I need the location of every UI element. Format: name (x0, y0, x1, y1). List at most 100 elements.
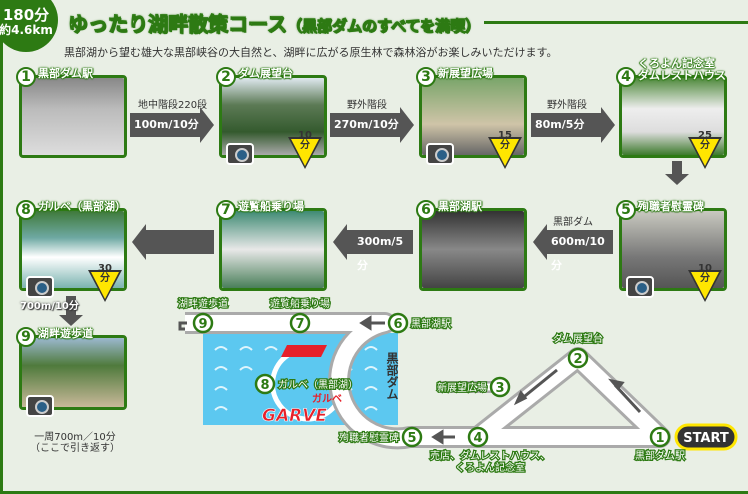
map-label-3: 新展望広場 (437, 381, 487, 394)
dam-label: 黒部ダム (385, 352, 399, 400)
leg-arrow-7-8 (132, 224, 214, 260)
stop-number: 1 (16, 67, 36, 87)
stop-number: 5 (616, 200, 636, 220)
map-node-1 (649, 426, 671, 448)
stay-time-badge (488, 137, 522, 169)
down-arrow-8-9 (59, 296, 83, 326)
route-direction-arrows (178, 315, 642, 445)
map-node-7 (289, 312, 311, 334)
stop-photo (422, 211, 524, 288)
map-node-6 (387, 312, 409, 334)
map-label-7: 遊覧船乗り場 (270, 297, 330, 310)
stop-number: 4 (616, 67, 636, 87)
map-node-number: 4 (473, 431, 482, 446)
map-node-3 (489, 376, 511, 398)
stop-number: 7 (216, 200, 236, 220)
stay-time-badge (688, 137, 722, 169)
loop-note: 一周700m／10分 （ここで引き返す） (30, 432, 120, 454)
map-node-4 (467, 426, 489, 448)
map-label-9: 湖畔遊歩道 (178, 297, 228, 310)
start-marker (674, 423, 738, 451)
map-label-4: 売店、ダムレストハウス、 (430, 449, 550, 462)
leg-arrow-1-2: 100m/10分 (130, 107, 214, 143)
leg-label: 地中階段220段 (138, 100, 208, 111)
map-node-number: 1 (655, 431, 664, 446)
map-node-2 (567, 347, 589, 369)
stay-time: 30分 (98, 263, 112, 284)
stay-time-badge (688, 270, 722, 302)
leg-label: 黒部ダム (553, 217, 593, 228)
map-label-5: 殉職者慰霊碑 (339, 431, 399, 444)
stop-name: 殉職者慰霊碑 (638, 200, 704, 213)
stop-number: 8 (16, 200, 36, 220)
stop-name: くろよん記念室 ダムレストハウス (638, 57, 726, 82)
map-node-number: 7 (295, 317, 304, 332)
stay-time-badge (88, 270, 122, 302)
stop-name: ガルベ（黒部湖） (38, 200, 126, 213)
map-label-4: くろよん記念室 (455, 461, 525, 474)
map-node-number: 2 (573, 352, 582, 367)
leg-label: 野外階段 (347, 100, 387, 111)
camera-icon (26, 395, 54, 417)
stop-name: ダム展望台 (238, 67, 293, 80)
map-label-1: 黒部ダム駅 (635, 449, 685, 462)
stop-photo (222, 211, 324, 288)
map-node-number: 6 (393, 317, 402, 332)
distance: 約4.6km (0, 23, 53, 37)
map-label-8: ガルベ（黒部湖） (278, 378, 358, 391)
camera-icon (26, 276, 54, 298)
leg-arrow-5-6: 600m/10分 (533, 224, 613, 272)
camera-icon (226, 143, 254, 165)
map-node-8 (254, 373, 276, 395)
boat-icon (281, 345, 327, 357)
garve-logo: GARVE (262, 406, 327, 426)
stay-time: 10分 (298, 130, 312, 151)
map-node-number: 3 (495, 381, 504, 396)
leg-arrow-3-4: 80m/5分 (531, 107, 615, 143)
stop-name: 遊覧船乗り場 (238, 200, 304, 213)
start-label: START (683, 431, 729, 446)
subtitle-text: （黒部ダムのすべてを満喫） (286, 17, 481, 36)
stop-photo (22, 78, 124, 155)
stay-time: 10分 (698, 263, 712, 284)
leg-label: 野外階段 (547, 100, 587, 111)
leg-arrow-2-3: 270m/10分 (330, 107, 414, 143)
down-arrow-4-5 (665, 161, 689, 185)
stop-name: 新展望広場 (438, 67, 493, 80)
garve-kana: ガルベ (312, 392, 342, 405)
map-label-6: 黒部湖駅 (411, 317, 451, 330)
duration: 180分 (2, 6, 50, 24)
stay-time-badge (288, 137, 322, 169)
stop-number: 6 (416, 200, 436, 220)
stop-number: 2 (216, 67, 236, 87)
map-node-number: 5 (407, 431, 416, 446)
stop-name: 黒部湖駅 (438, 200, 482, 213)
stop-name: 湖畔遊歩道 (38, 327, 93, 340)
map-node-number: 8 (260, 378, 269, 393)
lead-text: 黒部湖から望む雄大な黒部峡谷の大自然と、湖畔に広がる原生林で森林浴がお楽しみいた… (64, 46, 558, 59)
camera-icon (426, 143, 454, 165)
camera-icon (626, 276, 654, 298)
stop-number: 9 (16, 327, 36, 347)
stop-name: 黒部ダム駅 (38, 67, 93, 80)
stay-time: 25分 (698, 130, 712, 151)
leg-arrow-6-7: 300m/5分 (333, 224, 413, 272)
course-title: ゆったり湖畔散策コース（黒部ダムのすべてを満喫） (68, 8, 485, 37)
map-label-2: ダム展望台 (553, 332, 603, 345)
map-node-9 (192, 312, 214, 334)
leg-label: 700m/10分 (20, 301, 79, 312)
map-node-5 (401, 426, 423, 448)
stay-time: 15分 (498, 130, 512, 151)
stop-number: 3 (416, 67, 436, 87)
map-node-number: 9 (198, 317, 207, 332)
